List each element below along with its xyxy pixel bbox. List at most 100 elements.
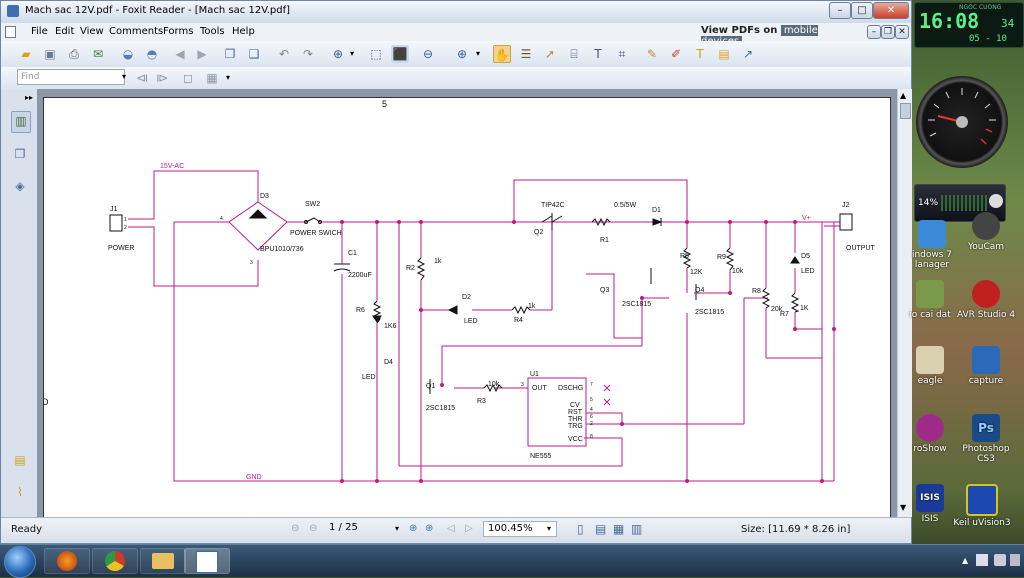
single-page-icon[interactable]: ▯	[577, 522, 584, 536]
desktop-icon-proshow[interactable]: roShow	[900, 414, 960, 454]
minimize-button[interactable]: –	[829, 2, 851, 19]
last-page-icon[interactable]: ⊕	[425, 523, 433, 534]
menu-edit[interactable]: Edit	[55, 26, 74, 37]
page-dropdown-icon[interactable]: ▾	[395, 524, 399, 533]
pencil-icon[interactable]: ✐	[667, 45, 685, 63]
desktop-icon-eagle[interactable]: eagle	[900, 346, 960, 386]
menu-file[interactable]: File	[31, 26, 48, 37]
email-icon[interactable]: ✉	[89, 45, 107, 63]
highlight-icon[interactable]: ✎	[643, 45, 661, 63]
select-text-icon[interactable]: ☰	[517, 45, 535, 63]
find-dropdown-icon[interactable]: ▾	[119, 69, 129, 85]
zoom-in-icon[interactable]: ⊕	[453, 45, 471, 63]
zoom-options-icon[interactable]: ▾	[473, 45, 483, 63]
snapshot-icon[interactable]: ⌗	[613, 45, 631, 63]
first-page-icon[interactable]: ⊖	[291, 523, 299, 534]
foxit-icon	[196, 551, 218, 573]
print-icon[interactable]: ⎙	[65, 45, 83, 63]
note-icon[interactable]: ▤	[715, 45, 733, 63]
zoom-out-icon[interactable]: ⊖	[419, 45, 437, 63]
text-viewer-icon[interactable]: ⌸	[565, 45, 583, 63]
page-number-field[interactable]: 1 / 25	[323, 521, 403, 537]
continuous-icon[interactable]: ▤	[595, 522, 606, 536]
pattern-icon[interactable]: ▦	[203, 69, 221, 87]
forward-icon[interactable]: ▶	[193, 45, 211, 63]
layers-icon[interactable]: ◈	[11, 177, 29, 195]
menu-comments[interactable]: Comments	[109, 26, 163, 37]
arrow-tool-icon[interactable]: ↗	[739, 45, 757, 63]
pages2-icon[interactable]: ❏	[245, 45, 263, 63]
chrome-icon	[105, 551, 125, 571]
continuous-facing-icon[interactable]: ▥	[631, 522, 642, 536]
menu-forms[interactable]: Forms	[163, 26, 193, 37]
menu-tools[interactable]: Tools	[200, 26, 225, 37]
document-viewer[interactable]: 5 D J1 POWER 1 2 15V-AC D3 BPU1010/736 4…	[37, 89, 897, 517]
tray-volume-icon[interactable]	[994, 554, 1006, 566]
next-page-icon[interactable]: ⊕	[409, 523, 417, 534]
tray-flag-icon[interactable]	[1010, 554, 1020, 566]
desktop-icon-avr-studio[interactable]: AVR Studio 4	[956, 280, 1016, 320]
scroll-thumb[interactable]	[900, 103, 911, 119]
desktop-icon-go-cai-dat[interactable]: io cai dat	[900, 280, 960, 320]
find-next-icon[interactable]: ⧐	[153, 69, 171, 87]
installer-icon	[916, 280, 944, 308]
clock-gadget[interactable]: NGOC CUONG 16:08 34 05 - 10	[914, 2, 1024, 48]
tray-network-icon[interactable]	[976, 554, 988, 566]
zoom-field[interactable]: 100.45%	[483, 521, 557, 537]
undo-icon[interactable]: ↶	[275, 45, 293, 63]
find-prev-icon[interactable]: ⧏	[133, 69, 151, 87]
facing-icon[interactable]: ▦	[613, 522, 624, 536]
pages-icon[interactable]: ❐	[221, 45, 239, 63]
save-icon[interactable]: ▣	[41, 45, 59, 63]
start-button[interactable]	[4, 546, 36, 578]
history-forward-icon[interactable]: ▷	[465, 523, 473, 534]
fit-page-icon[interactable]: ⬚	[367, 45, 385, 63]
doc-restore-button[interactable]: ❐	[881, 25, 895, 39]
menu-view[interactable]: View	[80, 26, 104, 37]
taskbar-firefox[interactable]	[44, 548, 90, 574]
zoom-icon[interactable]: ⊕	[329, 45, 347, 63]
layout-icon[interactable]: ◻	[179, 69, 197, 87]
pages-panel-icon[interactable]: ❐	[11, 145, 29, 163]
scroll-up-icon[interactable]: ▲	[900, 91, 906, 100]
doc-minimize-button[interactable]: –	[867, 25, 881, 39]
back-icon[interactable]: ◀	[171, 45, 189, 63]
desktop-icon-windows7-manager[interactable]: indows 7 lanager	[902, 220, 962, 270]
bookmarks-icon[interactable]: ▥	[11, 111, 31, 133]
open-folder-icon[interactable]: ▰	[17, 45, 35, 63]
nav-down-icon[interactable]: ◓	[143, 45, 161, 63]
textbox-icon[interactable]: T	[691, 45, 709, 63]
taskbar-explorer[interactable]	[140, 548, 186, 574]
attachments-icon[interactable]: ⌇	[11, 483, 29, 501]
desktop-icon-youcam[interactable]: YouCam	[956, 212, 1016, 252]
speaker-icon[interactable]	[989, 194, 1003, 208]
select-arrow-icon[interactable]: ➚	[541, 45, 559, 63]
fit-width-icon[interactable]: ⬛	[391, 45, 409, 63]
desktop-icon-capture[interactable]: capture	[956, 346, 1016, 386]
restore-button[interactable]: □	[851, 2, 873, 19]
typewriter-icon[interactable]: T	[589, 45, 607, 63]
close-button[interactable]: ✕	[873, 2, 909, 19]
doc-close-button[interactable]: ✕	[895, 25, 909, 39]
speedometer-gadget[interactable]	[916, 76, 1008, 168]
pattern-dropdown-icon[interactable]: ▾	[223, 69, 233, 87]
desktop-icon-keil[interactable]: Keil uVision3	[952, 484, 1012, 528]
panel-toggle-icon[interactable]: ▸▸	[25, 93, 33, 102]
tray-up-arrow-icon[interactable]: ▲	[962, 556, 968, 565]
comments-panel-icon[interactable]: ▤	[11, 451, 29, 469]
menu-help[interactable]: Help	[232, 26, 255, 37]
history-back-icon[interactable]: ◁	[447, 523, 455, 534]
prev-page-icon[interactable]: ⊖	[309, 523, 317, 534]
taskbar-chrome[interactable]	[92, 548, 138, 574]
nav-up-icon[interactable]: ◒	[119, 45, 137, 63]
promo-banner[interactable]: View PDFs on mobile devices	[701, 25, 861, 39]
zoom-field-dropdown-icon[interactable]: ▾	[547, 524, 551, 533]
find-input[interactable]: Find	[17, 69, 125, 85]
desktop-icon-photoshop[interactable]: Ps Photoshop CS3	[956, 414, 1016, 464]
taskbar-foxit[interactable]	[184, 548, 230, 574]
hand-tool-icon[interactable]: ✋	[493, 45, 511, 63]
redo-icon[interactable]: ↷	[299, 45, 317, 63]
title-bar[interactable]: Mach sac 12V.pdf - Foxit Reader - [Mach …	[1, 1, 911, 23]
zoom-dropdown-icon[interactable]: ▾	[347, 45, 357, 63]
desktop-icon-isis[interactable]: ISIS ISIS	[900, 484, 960, 524]
